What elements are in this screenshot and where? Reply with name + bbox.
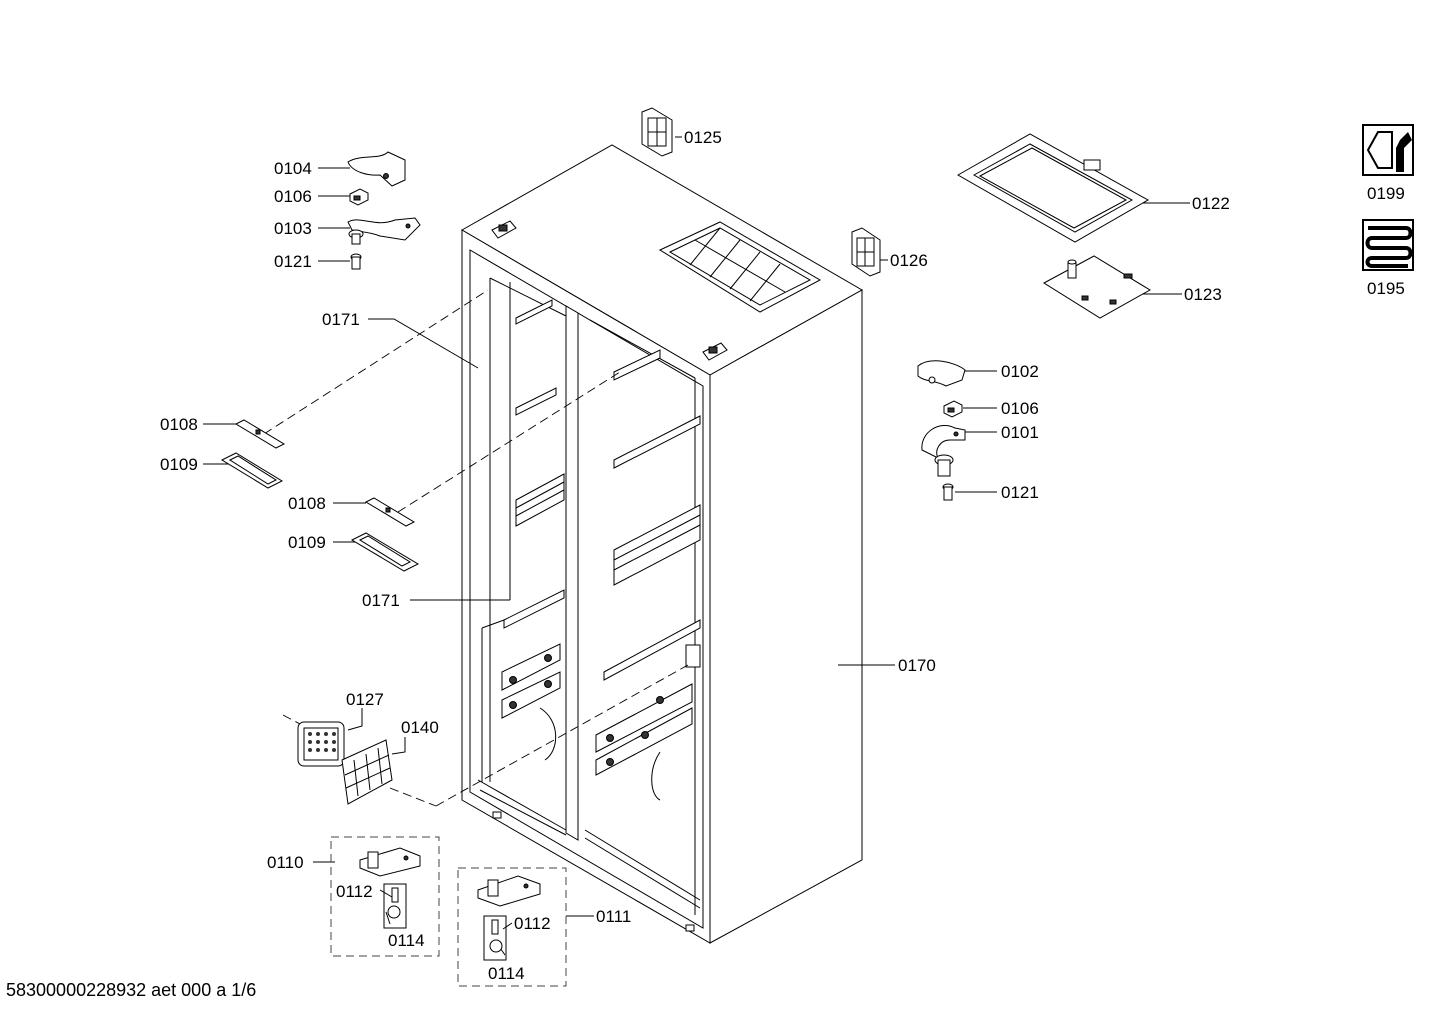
part-0121-bushing: [350, 253, 362, 270]
part-0106-switch: [349, 188, 369, 206]
part-0111-hinge-bracket: [477, 875, 541, 961]
part-0108-strip-b: [364, 497, 416, 527]
part-0109-cover-b: [350, 532, 420, 572]
label-0171-b: 0171: [362, 591, 400, 610]
label-0112-b: 0112: [514, 914, 551, 933]
part-0104-hinge-cover: [347, 151, 406, 187]
part-labels: 0125 0104 0106 0103 0121 0171 0108 0109 …: [160, 128, 1405, 983]
part-0122-control-housing: [956, 133, 1150, 243]
part-0123-circuit-board: [1043, 255, 1151, 319]
projection-lines: [263, 289, 689, 807]
label-0101: 0101: [1001, 423, 1039, 442]
group-box-0111: [457, 867, 567, 987]
label-0104: 0104: [274, 159, 312, 178]
part-0101-hinge: [921, 425, 966, 477]
label-0111: 0111: [596, 907, 631, 926]
document-footer: 58300000228932 aet 000 a 1/6: [6, 980, 257, 1000]
label-0140: 0140: [401, 718, 439, 737]
label-0127: 0127: [346, 690, 384, 709]
label-0123: 0123: [1184, 285, 1222, 304]
label-0110: 0110: [267, 853, 304, 872]
heater-coil-icon: [1362, 219, 1414, 271]
label-0103: 0103: [274, 219, 312, 238]
label-0106: 0106: [274, 187, 312, 206]
label-0114: 0114: [388, 931, 425, 950]
label-0109-b: 0109: [288, 533, 326, 552]
part-0102-hinge-cover: [917, 360, 966, 387]
label-0199: 0199: [1367, 184, 1405, 203]
label-0108-b: 0108: [288, 494, 326, 513]
part-0108-strip: [234, 419, 286, 449]
label-0109: 0109: [160, 455, 198, 474]
cabinet-0170: [460, 144, 864, 944]
label-0108: 0108: [160, 415, 198, 434]
label-0126: 0126: [890, 251, 928, 270]
label-0171: 0171: [322, 310, 360, 329]
part-0121-bushing-b: [942, 483, 954, 501]
label-0121-b: 0121: [1001, 483, 1039, 502]
label-0125: 0125: [684, 128, 722, 147]
part-0127-filter: [297, 721, 345, 767]
label-0114-b: 0114: [488, 964, 525, 983]
part-0125-filter-frame: [641, 107, 673, 157]
part-0109-cover: [220, 452, 284, 489]
label-0121: 0121: [274, 252, 312, 271]
label-0122: 0122: [1192, 194, 1230, 213]
label-0195: 0195: [1367, 279, 1405, 298]
wrench-nut-icon: [1362, 124, 1414, 176]
group-box-0110: [330, 836, 440, 957]
part-0106-switch-b: [943, 400, 963, 418]
label-0106-b: 0106: [1001, 399, 1039, 418]
label-0102: 0102: [1001, 362, 1039, 381]
leader-lines: [203, 136, 1190, 956]
part-0126-filter-frame: [851, 227, 881, 277]
label-0112: 0112: [336, 882, 373, 901]
label-0170: 0170: [898, 656, 936, 675]
part-0103-hinge: [347, 217, 421, 245]
part-0110-hinge-bracket: [359, 847, 421, 929]
part-0140-grille: [341, 739, 393, 805]
